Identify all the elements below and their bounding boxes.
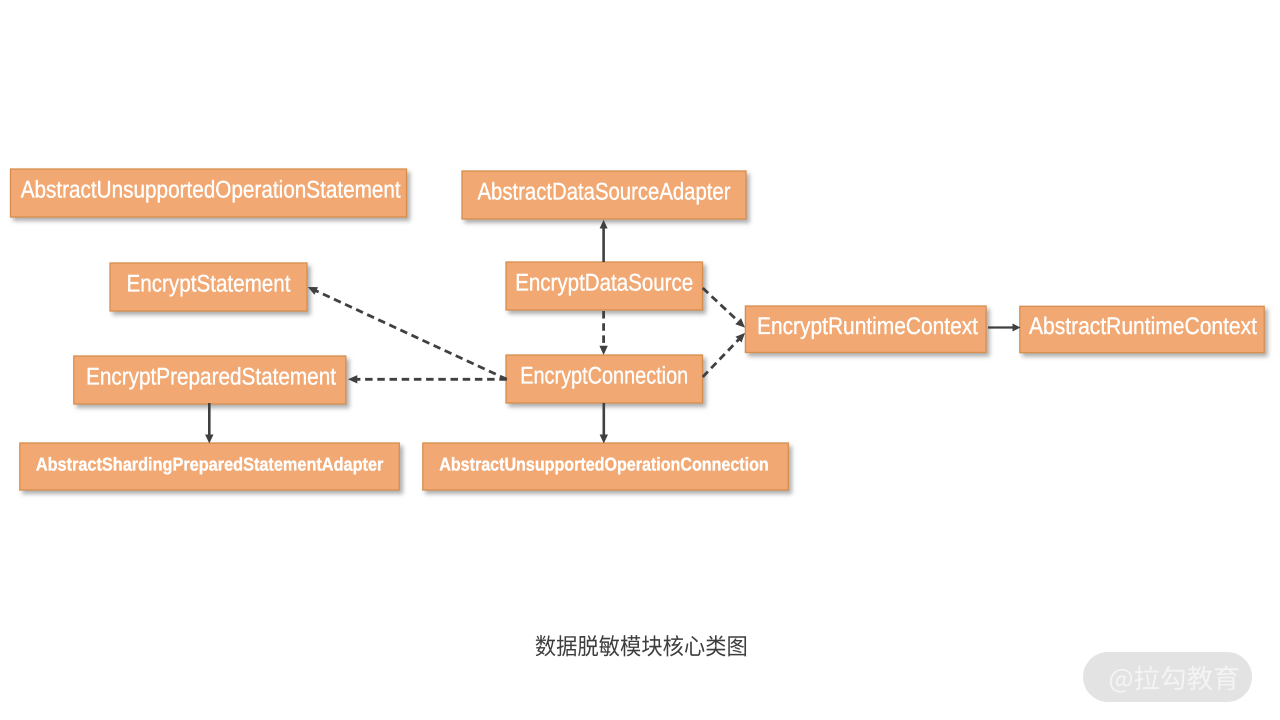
svg-text:EncryptStatement: EncryptStatement [127,271,291,298]
svg-text:AbstractDataSourceAdapter: AbstractDataSourceAdapter [478,179,731,206]
svg-text:AbstractUnsupportedOperationCo: AbstractUnsupportedOperationConnection [439,454,769,475]
svg-text:AbstractRuntimeContext: AbstractRuntimeContext [1029,313,1257,340]
svg-text:EncryptDataSource: EncryptDataSource [515,270,693,297]
svg-text:EncryptRuntimeContext: EncryptRuntimeContext [757,313,978,340]
svg-text:EncryptConnection: EncryptConnection [520,363,688,390]
svg-text:AbstractUnsupportedOperationSt: AbstractUnsupportedOperationStatement [21,177,401,204]
svg-text:AbstractShardingPreparedStatem: AbstractShardingPreparedStatementAdapter [36,454,384,475]
svg-text:EncryptPreparedStatement: EncryptPreparedStatement [86,364,336,391]
